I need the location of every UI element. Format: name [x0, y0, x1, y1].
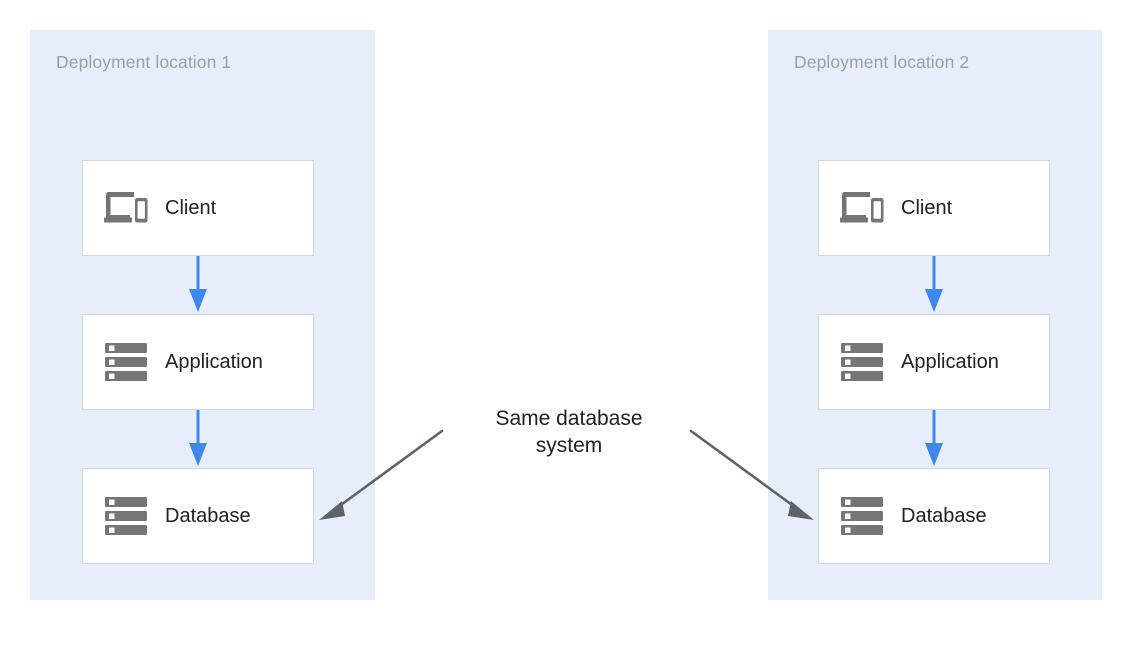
server-rack-icon — [95, 496, 157, 536]
callout-same-database-system: Same database system — [455, 405, 683, 459]
callout-line-2: system — [535, 434, 603, 457]
node-label-client-zone-2: Client — [901, 196, 953, 219]
callout-line-1: Same database — [495, 407, 643, 430]
node-label-database-zone-1: Database — [165, 504, 251, 527]
callout-arrow-to-database-zone-1 — [310, 428, 445, 523]
flow-arrow-application-to-database-zone-1 — [182, 410, 214, 468]
node-label-database-zone-2: Database — [901, 504, 987, 527]
devices-icon — [831, 191, 893, 225]
devices-icon — [95, 191, 157, 225]
node-client-zone-2[interactable]: Client — [818, 160, 1050, 256]
node-database-zone-1[interactable]: Database — [82, 468, 314, 564]
flow-arrow-client-to-application-zone-2 — [918, 256, 950, 314]
zone-1-label: Deployment location 1 — [56, 52, 232, 72]
node-label-application-zone-1: Application — [165, 350, 263, 373]
flow-arrow-client-to-application-zone-1 — [182, 256, 214, 314]
server-rack-icon — [95, 342, 157, 382]
server-rack-icon — [831, 342, 893, 382]
flow-arrow-application-to-database-zone-2 — [918, 410, 950, 468]
callout-arrow-to-database-zone-2 — [688, 428, 823, 523]
node-application-zone-2[interactable]: Application — [818, 314, 1050, 410]
node-database-zone-2[interactable]: Database — [818, 468, 1050, 564]
node-label-application-zone-2: Application — [901, 350, 999, 373]
node-label-client-zone-1: Client — [165, 196, 217, 219]
node-client-zone-1[interactable]: Client — [82, 160, 314, 256]
node-application-zone-1[interactable]: Application — [82, 314, 314, 410]
server-rack-icon — [831, 496, 893, 536]
zone-2-label: Deployment location 2 — [794, 52, 970, 72]
